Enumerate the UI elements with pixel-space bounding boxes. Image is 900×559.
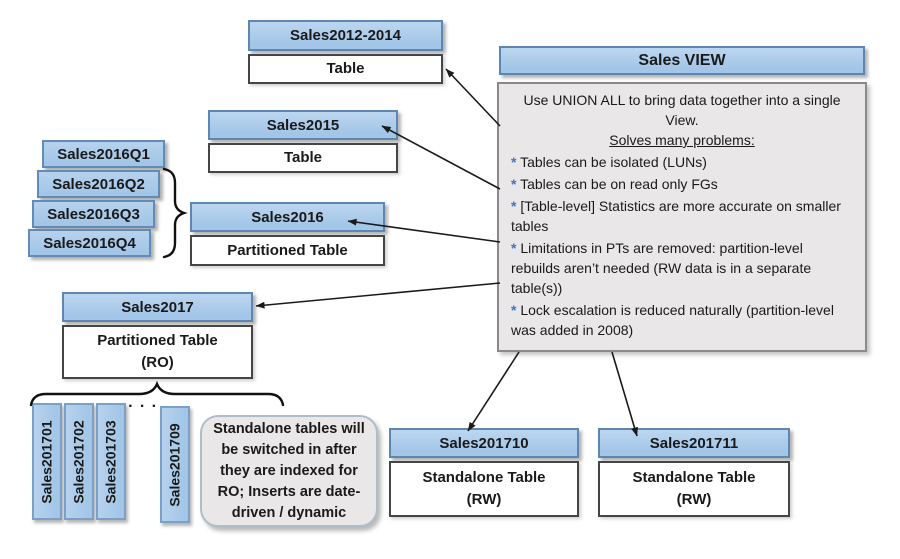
arrow-view-to-sales2017 [255,282,501,309]
month-box-sales201709: Sales201709 [160,406,190,523]
view-solves-heading: Solves many problems: [609,132,755,148]
sales-view-panel: Use UNION ALL to bring data together int… [497,82,867,352]
month-box-sales201702: Sales201702 [64,403,94,520]
bullet-text: Tables can be isolated (LUNs) [520,154,707,170]
sales2017-header: Sales2017 [62,292,253,322]
bullet-text: [Table-level] Statistics are more accura… [511,198,841,234]
sales201711-header: Sales201711 [598,428,790,458]
month-label: Sales201709 [167,422,183,507]
month-label: Sales201701 [39,419,55,504]
sales-view-header: Sales VIEW [499,46,865,75]
sales2015-header: Sales2015 [208,110,398,140]
view-bullet: * Tables can be on read only FGs [511,174,853,194]
table-box-sales2017: Sales2017 Partitioned Table (RO) [62,292,253,379]
sales201710-header: Sales201710 [389,428,579,458]
view-intro-text: Use UNION ALL to bring data together int… [523,92,841,128]
sales201711-type: Standalone Table (RW) [598,461,790,517]
quarter-box-sales2016q2: Sales2016Q2 [37,170,160,198]
view-bullet: * Limitations in PTs are removed: partit… [511,238,853,298]
brace-quarters-to-sales2016 [162,167,188,259]
bullet-text: Tables can be on read only FGs [520,176,718,192]
sales2012-2014-type: Table [248,54,443,84]
sales2016-type: Partitioned Table [190,235,385,266]
arrow-view-to-sales2012-2014 [445,68,501,127]
bullet-star-icon: * [511,176,517,192]
month-label: Sales201702 [71,419,87,504]
quarter-box-sales2016q4: Sales2016Q4 [28,229,151,257]
month-box-sales201701: Sales201701 [32,403,62,520]
standalone-tables-callout: Standalone tables will be switched in af… [200,415,378,527]
view-bullet: * Tables can be isolated (LUNs) [511,152,853,172]
bullet-text: Limitations in PTs are removed: partitio… [511,240,812,296]
month-ellipsis: · · · [128,398,158,415]
bullet-star-icon: * [511,240,517,256]
quarter-box-sales2016q1: Sales2016Q1 [42,140,165,168]
arrow-view-to-sales201711 [611,351,638,437]
table-type-label: Standalone Table [632,469,756,487]
table-mode-label: (RW) [466,491,502,508]
arrow-view-to-sales2015 [381,125,501,190]
sales2012-2014-header: Sales2012-2014 [248,20,443,51]
view-bullet: * [Table-level] Statistics are more accu… [511,196,853,236]
sales201710-type: Standalone Table (RW) [389,461,579,517]
table-box-sales2016: Sales2016 Partitioned Table [190,202,385,266]
table-box-sales201710: Sales201710 Standalone Table (RW) [389,428,579,517]
table-mode-label: (RO) [141,354,174,371]
table-box-sales2015: Sales2015 Table [208,110,398,173]
table-type-label: Table [283,149,323,167]
bullet-star-icon: * [511,198,517,214]
month-label: Sales201703 [103,419,119,504]
month-box-sales201703: Sales201703 [96,403,126,520]
table-mode-label: (RW) [676,491,712,508]
bullet-star-icon: * [511,302,517,318]
sales2015-type: Table [208,143,398,173]
arrow-view-to-sales201710 [467,351,520,432]
table-type-label: Partitioned Table [97,332,218,350]
view-bullet: * Lock escalation is reduced naturally (… [511,300,853,340]
sales2017-type: Partitioned Table (RO) [62,325,253,379]
table-type-label: Standalone Table [422,469,546,487]
table-box-sales201711: Sales201711 Standalone Table (RW) [598,428,790,517]
table-type-label: Partitioned Table [227,241,348,259]
quarter-box-sales2016q3: Sales2016Q3 [32,200,155,228]
table-box-sales2012-2014: Sales2012-2014 Table [248,20,443,84]
bullet-star-icon: * [511,154,517,170]
table-type-label: Table [326,60,365,78]
bullet-text: Lock escalation is reduced naturally (pa… [511,302,834,338]
sales2016-header: Sales2016 [190,202,385,232]
